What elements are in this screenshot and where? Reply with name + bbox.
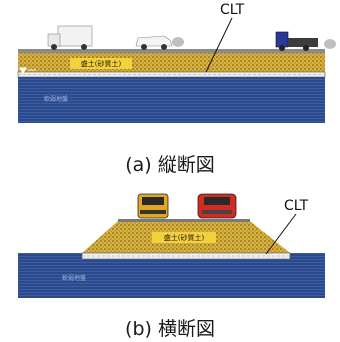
- clt-leader-line: [205, 17, 233, 73]
- water-level-icon: [19, 67, 36, 74]
- clt-leader-line: [265, 213, 297, 255]
- clt-callout: CLT: [220, 2, 245, 18]
- dump-truck-icon: [275, 31, 336, 51]
- fill-label-box: [152, 232, 216, 243]
- embankment-fill: [18, 52, 325, 74]
- ground-label: 軟弱地盤: [44, 95, 68, 103]
- fill-label: 盛土(砂質土): [81, 59, 122, 68]
- soft-ground: [18, 77, 325, 123]
- fill-label: 盛土(砂質土): [164, 233, 205, 242]
- longitudinal-section-diagram: 盛土(砂質土) 軟弱地盤 CLT: [17, 2, 336, 123]
- clt-callout: CLT: [284, 198, 309, 214]
- caption-a: (a) 縦断図: [125, 154, 215, 176]
- soft-ground: [18, 253, 325, 298]
- car-icon: [135, 35, 184, 50]
- road-surface: [18, 49, 325, 53]
- red-car-icon: [197, 193, 237, 219]
- water-level-icon: [33, 241, 55, 250]
- ground-label: 軟弱地盤: [62, 274, 86, 282]
- cross-section-diagram: 盛土(砂質土) 軟弱地盤 CLT: [18, 193, 325, 298]
- road-surface: [118, 219, 250, 222]
- caption-b: (b) 横断図: [125, 318, 215, 340]
- yellow-car-icon: [137, 193, 169, 219]
- fill-label-box: [70, 58, 132, 69]
- truck-icon: [47, 25, 93, 50]
